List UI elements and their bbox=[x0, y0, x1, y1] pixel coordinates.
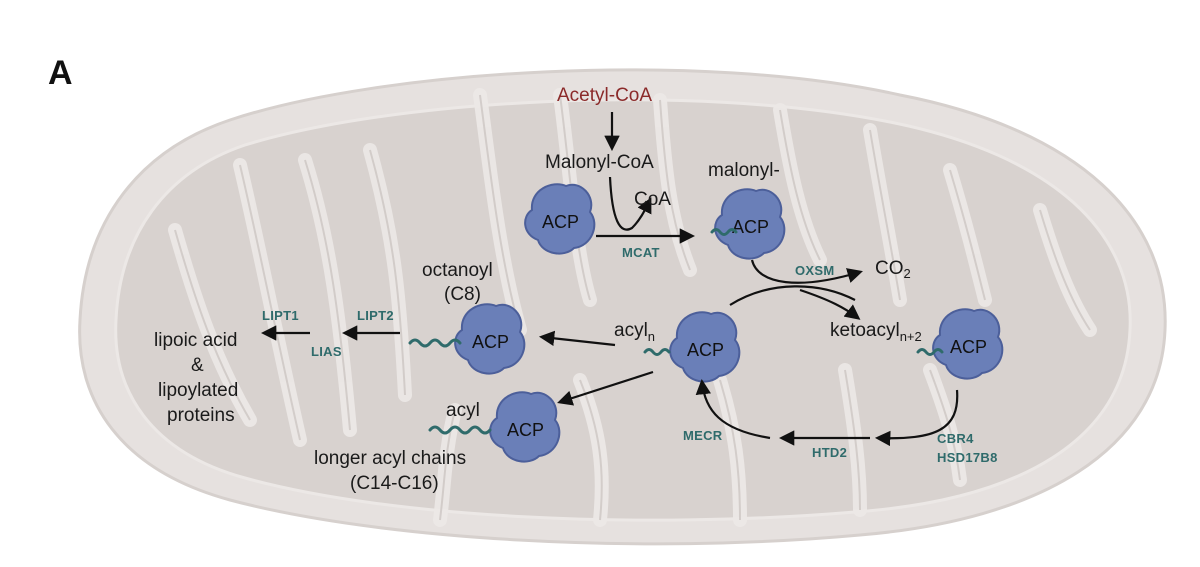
enzyme-lipt2: LIPT2 bbox=[357, 308, 394, 323]
lipoylated-label: lipoylated bbox=[158, 380, 238, 401]
acyl-n-chain bbox=[643, 348, 671, 356]
arrow-mecr bbox=[695, 378, 771, 440]
acyl-label: acyl bbox=[446, 400, 480, 421]
enzyme-mcat: MCAT bbox=[622, 245, 660, 260]
acp-protein-free: ACP bbox=[524, 183, 596, 255]
arrow-condensation-in bbox=[729, 285, 856, 306]
enzyme-lias: LIAS bbox=[311, 344, 342, 359]
acp-protein-long-acyl: ACP bbox=[489, 391, 561, 463]
co2-label: CO2 bbox=[875, 258, 911, 281]
acyl-chains bbox=[408, 228, 944, 435]
arrows bbox=[260, 112, 959, 447]
acp-protein-acyl-n: ACP bbox=[669, 311, 741, 383]
acp-label: ACP bbox=[472, 332, 509, 352]
lipoic-acid-label: lipoic acid bbox=[154, 330, 237, 351]
long-acyl-chain bbox=[428, 425, 492, 435]
longer-chains-label-2: (C14-C16) bbox=[350, 473, 439, 494]
enzyme-oxsm: OXSM bbox=[795, 263, 834, 278]
acyl-n-label: acyln bbox=[614, 320, 655, 344]
c8-label: (C8) bbox=[444, 284, 481, 305]
acp-protein-malonyl: ACP bbox=[714, 188, 786, 260]
acp-label: ACP bbox=[687, 340, 724, 360]
coa-label: CoA bbox=[634, 189, 671, 210]
cristae bbox=[168, 88, 1097, 527]
acp-label: ACP bbox=[950, 337, 987, 357]
enzyme-mecr: MECR bbox=[683, 428, 723, 443]
ketoacyl-label: ketoacyln+2 bbox=[830, 320, 922, 344]
arrow-coa-release bbox=[608, 176, 652, 231]
acp-label: ACP bbox=[507, 420, 544, 440]
arrow-acyl-to-long bbox=[557, 370, 654, 406]
acp-protein-ketoacyl: ACP bbox=[932, 308, 1004, 380]
acp-label: ACP bbox=[542, 212, 579, 232]
malonyl-coa-label: Malonyl-CoA bbox=[545, 152, 654, 173]
arrow-co2 bbox=[750, 259, 863, 284]
arrow-cbr4 bbox=[874, 389, 959, 447]
acetyl-coa-label: Acetyl-CoA bbox=[557, 85, 652, 106]
arrow-acyl-to-octanoyl bbox=[538, 330, 616, 347]
mitochondrion bbox=[78, 68, 1167, 546]
proteins-label: proteins bbox=[167, 405, 235, 426]
enzyme-htd2: HTD2 bbox=[812, 445, 847, 460]
malonyl-chain bbox=[710, 228, 738, 236]
enzyme-hsd17b8: HSD17B8 bbox=[937, 450, 998, 465]
enzyme-cbr4: CBR4 bbox=[937, 431, 974, 446]
octanoyl-chain bbox=[408, 338, 462, 348]
enzyme-labels: MCAT OXSM CBR4 HSD17B8 HTD2 MECR LIPT2 L… bbox=[262, 245, 998, 465]
malonyl-acp-label: malonyl- bbox=[708, 160, 780, 181]
ampersand-label: & bbox=[191, 355, 204, 376]
longer-chains-label-1: longer acyl chains bbox=[314, 448, 466, 469]
acp-label: ACP bbox=[732, 217, 769, 237]
enzyme-lipt1: LIPT1 bbox=[262, 308, 299, 323]
octanoyl-label: octanoyl bbox=[422, 260, 493, 281]
panel-label: A bbox=[48, 54, 73, 92]
acp-protein-octanoyl: ACP bbox=[454, 303, 526, 375]
ketoacyl-chain bbox=[916, 348, 944, 356]
arrow-oxsm-to-ketoacyl bbox=[799, 288, 861, 320]
substrate-labels: Acetyl-CoA Malonyl-CoA CoA malonyl- CO2 … bbox=[154, 85, 922, 494]
